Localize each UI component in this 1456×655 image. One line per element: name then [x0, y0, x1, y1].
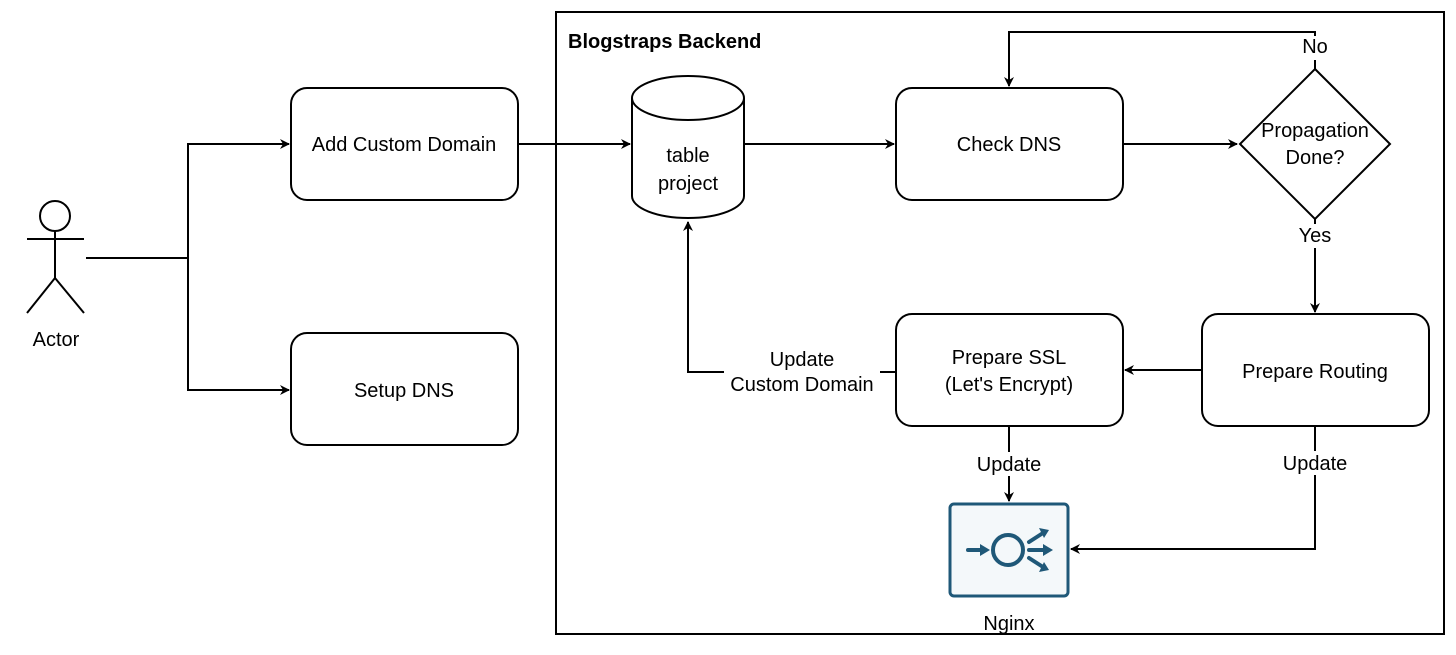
prepare-ssl-label-line2: (Let's Encrypt) [945, 374, 1073, 396]
edge-label-update-custom-domain-line1: Update [770, 349, 835, 371]
setup-dns-label: Setup DNS [354, 380, 454, 402]
edge-routing-to-nginx [1070, 426, 1316, 554]
propagation-decision-node [1238, 67, 1392, 221]
edge-label-yes: Yes [1299, 225, 1332, 247]
actor-label: Actor [33, 329, 80, 351]
edge-label-update-custom-domain-line2: Custom Domain [730, 374, 873, 396]
check-dns-label: Check DNS [957, 134, 1061, 156]
database-label-line1: table [666, 145, 709, 167]
database-label-line2: project [658, 173, 718, 195]
decision-label-line2: Done? [1286, 147, 1345, 169]
backend-container [555, 11, 1445, 635]
prepare-ssl-label-line1: Prepare SSL [952, 347, 1067, 369]
edge-label-update-ssl: Update [977, 454, 1042, 476]
edge-label-update-routing: Update [1283, 453, 1348, 475]
container-title: Blogstraps Backend [568, 31, 761, 53]
prepare-routing-label: Prepare Routing [1242, 361, 1388, 383]
add-custom-domain-label: Add Custom Domain [312, 134, 497, 156]
edge-actor-to-setup-dns [187, 258, 290, 395]
setup-dns-node [290, 332, 519, 446]
decision-label-line1: Propagation [1261, 120, 1369, 142]
prepare-ssl-node [895, 313, 1124, 427]
load-balancer-icon [948, 502, 1070, 598]
nginx-label: Nginx [983, 613, 1034, 635]
database-node [631, 75, 745, 219]
edge-decision-no-loop [1004, 31, 1316, 87]
edge-actor-to-add-domain [86, 139, 290, 259]
actor-figure [26, 200, 85, 314]
edge-label-no: No [1302, 36, 1328, 58]
